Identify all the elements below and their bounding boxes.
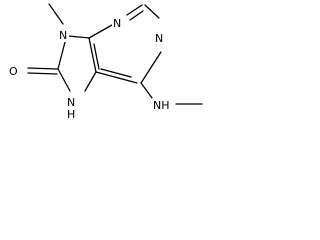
bond-n1-c6 bbox=[140, 51, 162, 84]
atom-methylamino-nh: NH bbox=[153, 99, 170, 112]
bond-n9-methyl bbox=[48, 3, 64, 25]
atom-n7: N bbox=[67, 96, 75, 109]
bond-c8-o bbox=[27, 67, 58, 70]
bond-n9-c4 bbox=[67, 35, 91, 39]
bond-n3-c2 bbox=[126, 4, 143, 16]
bond-n7-c8 bbox=[57, 68, 71, 92]
bond-c6-c5-inner bbox=[100, 68, 132, 78]
atom-labels: N N N O N H NH bbox=[8, 16, 174, 121]
bond-c5-n7 bbox=[84, 71, 97, 92]
bond-c8-o-inner bbox=[27, 72, 58, 75]
bond-n3-c2-inner bbox=[129, 10, 144, 21]
atom-carbonyl-oxygen: O bbox=[9, 65, 18, 78]
bond-c2-n1 bbox=[144, 4, 160, 19]
atom-n7-hydrogen: H bbox=[67, 108, 75, 121]
bond-layer bbox=[27, 3, 203, 107]
bond-c4-c5-inner bbox=[93, 43, 100, 70]
bond-n9-c8 bbox=[57, 41, 66, 70]
chemical-structure: N N N O N H NH bbox=[8, 3, 203, 121]
bond-c6-c5 bbox=[95, 71, 138, 84]
atom-n3: N bbox=[113, 17, 121, 30]
atom-n9: N bbox=[59, 29, 67, 42]
atom-n1: N bbox=[155, 32, 163, 45]
bond-c4-c5 bbox=[88, 37, 97, 73]
bond-c4-n3 bbox=[88, 24, 113, 39]
